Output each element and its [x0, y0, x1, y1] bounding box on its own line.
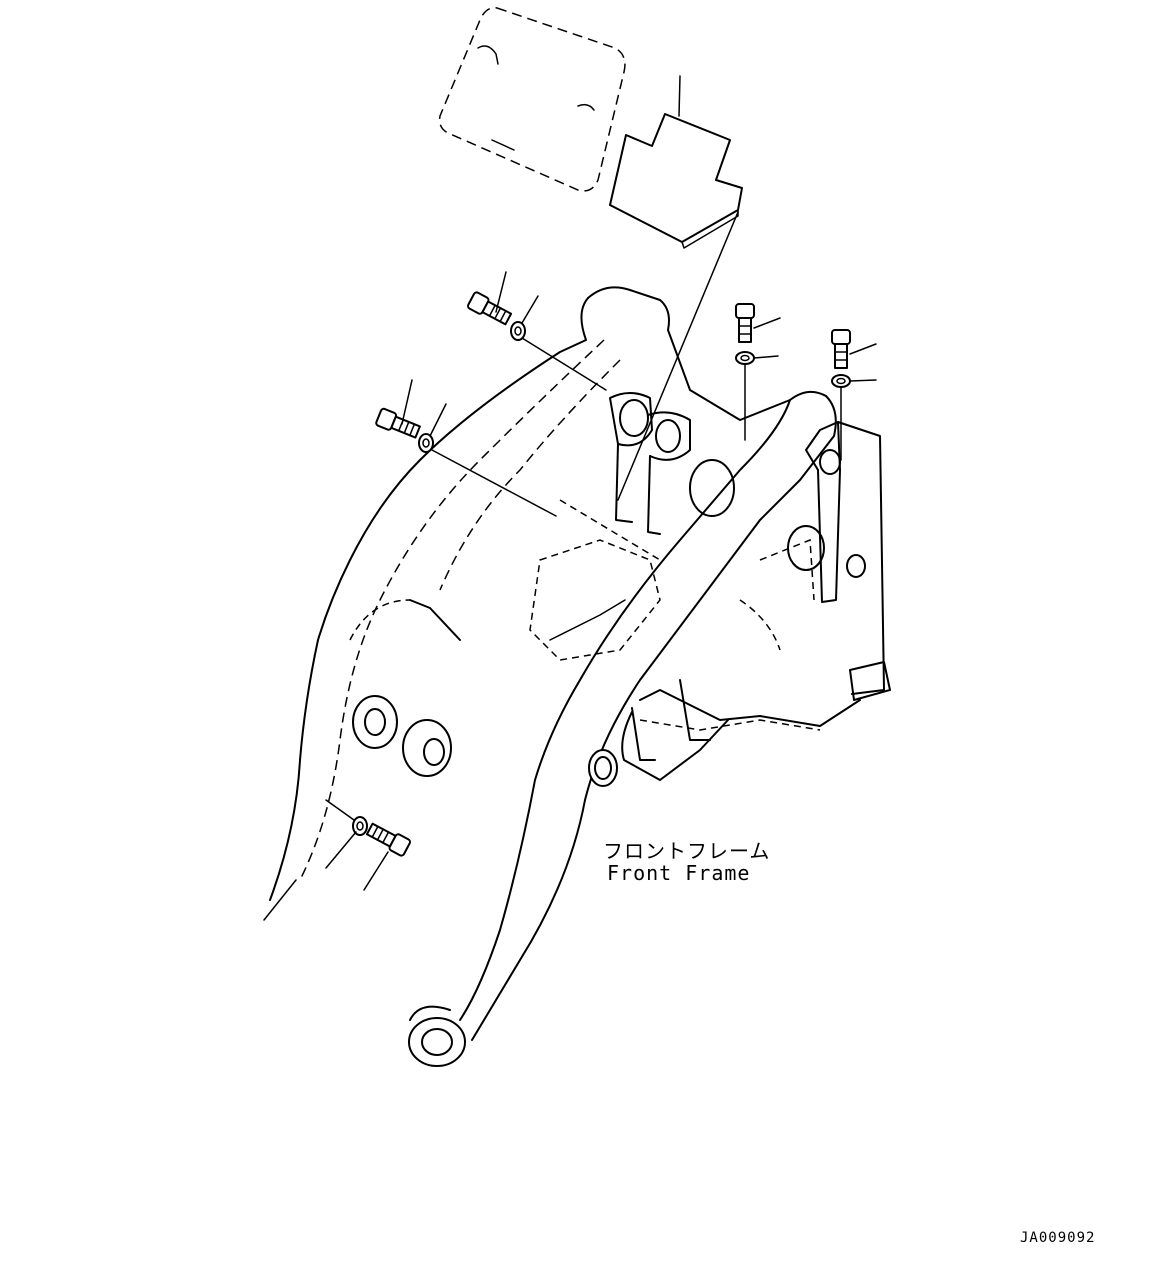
dashed-cover-plate — [438, 7, 626, 192]
bolt-icon — [467, 271, 513, 326]
part-name-jp: フロントフレーム — [603, 839, 770, 863]
part-name-en: Front Frame — [607, 861, 750, 885]
front-frame-body — [269, 286, 891, 1067]
plate-icon — [609, 75, 743, 249]
washer-icon — [418, 403, 557, 517]
bolt-icon — [363, 822, 411, 891]
washer-icon — [325, 799, 368, 869]
bolt-icon — [735, 303, 781, 343]
washer-icon — [735, 351, 779, 441]
drawing-code: JA009092 — [1020, 1230, 1095, 1246]
bolt-icon — [831, 329, 877, 369]
washer-icon — [831, 374, 877, 461]
bolt-icon — [375, 379, 421, 439]
washer-icon — [510, 295, 607, 391]
